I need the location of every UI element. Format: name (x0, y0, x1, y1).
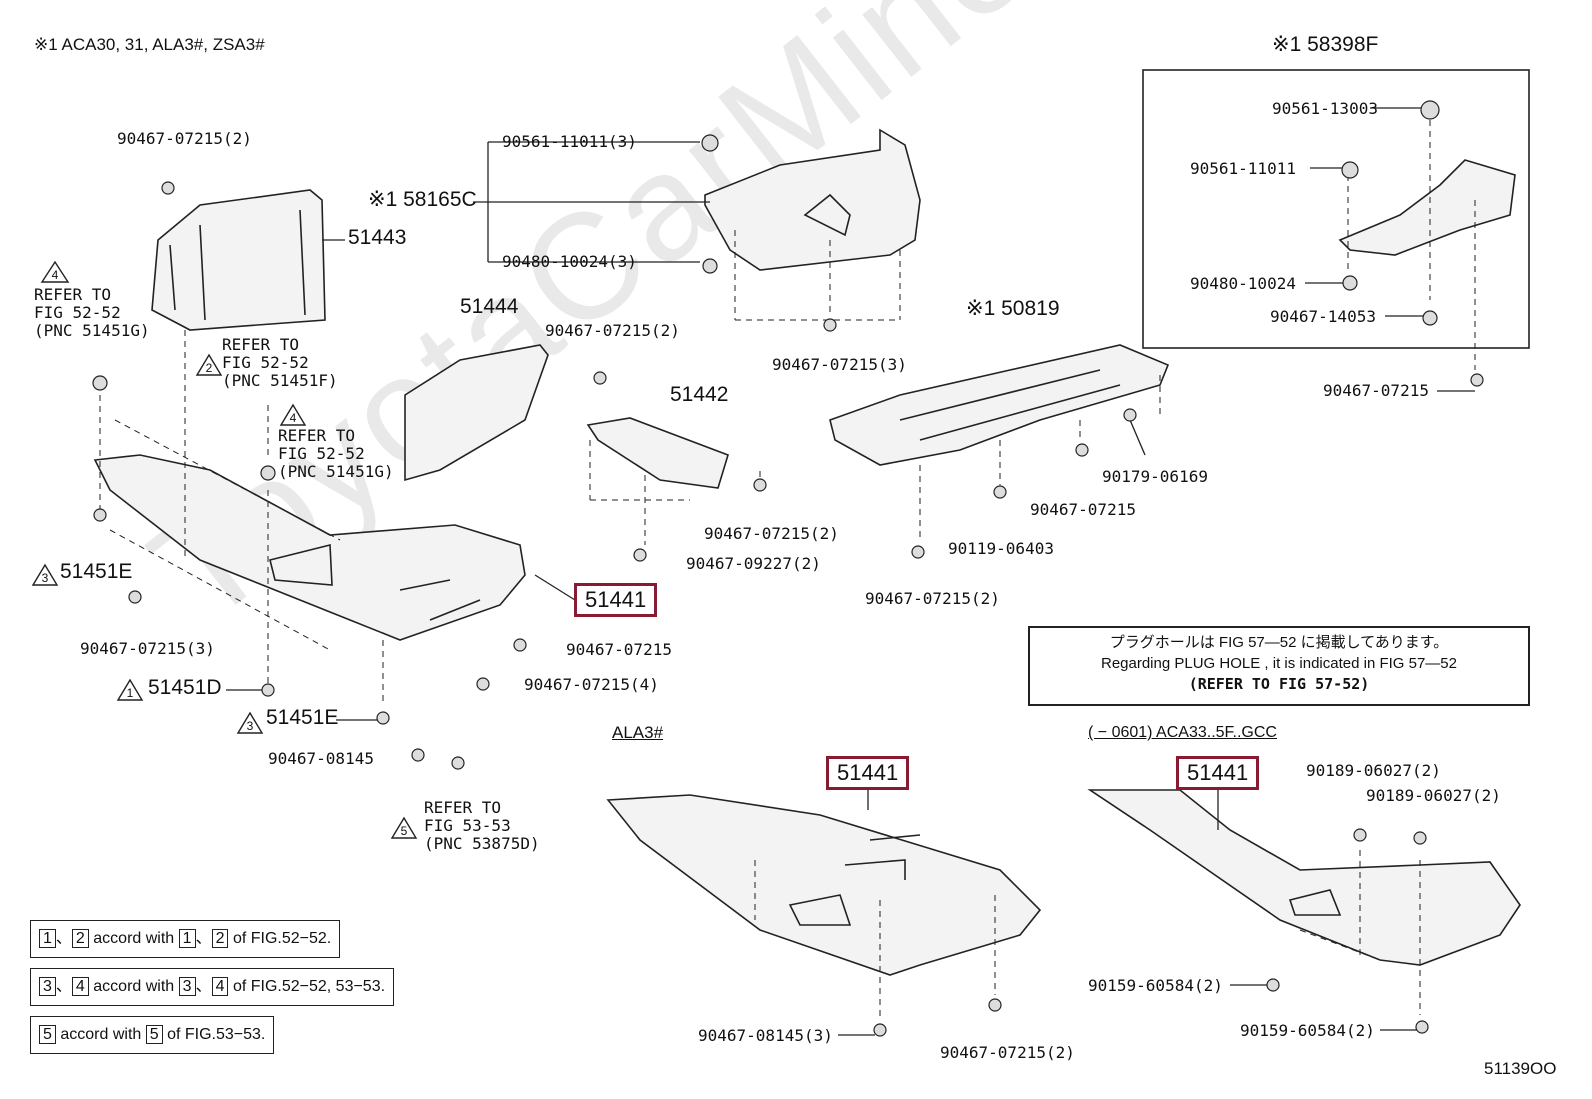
part-58398F (1338, 159, 1516, 256)
variant-label: ALA3# (612, 723, 664, 742)
inset-title: ※1 58398F (1272, 33, 1379, 56)
note-ref: (REFER TO FIG 57-52) (1188, 675, 1370, 693)
part-label: 90467-07215(2) (545, 321, 680, 340)
part-label: ※1 50819 (966, 297, 1060, 320)
legend-row-2: 3、4 accord with 3、4 of FIG.52−52, 53−53. (30, 968, 395, 1006)
part-51444 (404, 344, 549, 482)
part-label: 90561-13003 (1272, 99, 1378, 118)
svg-text:4: 4 (290, 411, 297, 425)
part-label: 90467-07215(3) (80, 639, 215, 658)
svg-text:3: 3 (42, 571, 49, 585)
part-label: 90467-07215 (1030, 500, 1136, 519)
part-label: ※1 58165C (368, 188, 477, 211)
part-label: 90480-10024 (1190, 274, 1296, 293)
part-label: 51442 (670, 383, 729, 406)
legend-row-1: 1、2 accord with 1、2 of FIG.52−52. (30, 920, 341, 958)
part-label: 51451D (148, 676, 222, 699)
part-label: 90467-07215(2) (117, 129, 252, 148)
part-50819 (829, 344, 1170, 466)
part-58165C (704, 128, 921, 271)
part-label: 90159-60584(2) (1088, 976, 1223, 995)
svg-text:4: 4 (52, 268, 59, 282)
part-label: 90467-07215(2) (865, 589, 1000, 608)
part-label: 90119-06403 (948, 539, 1054, 558)
part-label: 90480-10024(3) (502, 252, 637, 271)
part-label: 90561-11011(3) (502, 132, 637, 151)
svg-text:3: 3 (247, 719, 254, 733)
svg-text:2: 2 (206, 361, 213, 375)
part-label: 90467-07215(4) (524, 675, 659, 694)
legend-row-3: 5 accord with 5 of FIG.53−53. (30, 1016, 275, 1054)
svg-text:5: 5 (401, 824, 408, 838)
part-label: 90467-08145 (268, 749, 374, 768)
part-label: 90467-07215(2) (940, 1043, 1075, 1062)
part-label: 51444 (460, 295, 519, 318)
part-51442 (586, 417, 729, 489)
part-51441-main (93, 454, 526, 641)
part-label: 90189-06027(2) (1306, 761, 1441, 780)
part-label: 90467-07215(2) (704, 524, 839, 543)
part-51441-aca (1087, 789, 1521, 966)
variant-label: ( − 0601) ACA33..5F..GCC (1088, 724, 1277, 741)
highlight-part-51441[interactable]: 51441 (574, 583, 658, 617)
note-jp: プラグホールは FIG 57―52 に掲載してあります。 (1109, 634, 1449, 651)
applicability-note: ※1 ACA30, 31, ALA3#, ZSA3# (34, 35, 265, 54)
part-51441-ala (606, 794, 1042, 976)
highlight-part-51441-aca[interactable]: 51441 (1176, 756, 1260, 790)
part-label: 90467-08145(3) (698, 1026, 833, 1045)
part-label: 51443 (348, 226, 407, 249)
part-label: 90467-07215 (566, 640, 672, 659)
part-label: 90189-06027(2) (1366, 786, 1501, 805)
figure-code: 51139OO (1484, 1059, 1557, 1078)
part-label: 90467-14053 (1270, 307, 1376, 326)
part-label: 90467-07215(3) (772, 355, 907, 374)
plug-hole-note: プラグホールは FIG 57―52 に掲載してあります。 Regarding P… (1028, 626, 1530, 706)
part-label: 90561-11011 (1190, 159, 1296, 178)
part-label: 90467-09227(2) (686, 554, 821, 573)
part-51443 (151, 189, 326, 331)
highlight-part-51441-ala[interactable]: 51441 (826, 756, 910, 790)
svg-text:1: 1 (127, 686, 134, 700)
part-label: 90467-07215 (1323, 381, 1429, 400)
inset-box (1142, 69, 1530, 349)
note-en: Regarding PLUG HOLE , it is indicated in… (1100, 655, 1457, 672)
part-label: 90159-60584(2) (1240, 1021, 1375, 1040)
part-label: 51451E (266, 706, 339, 729)
part-label: 51451E (60, 560, 133, 583)
part-label: 90179-06169 (1102, 467, 1208, 486)
